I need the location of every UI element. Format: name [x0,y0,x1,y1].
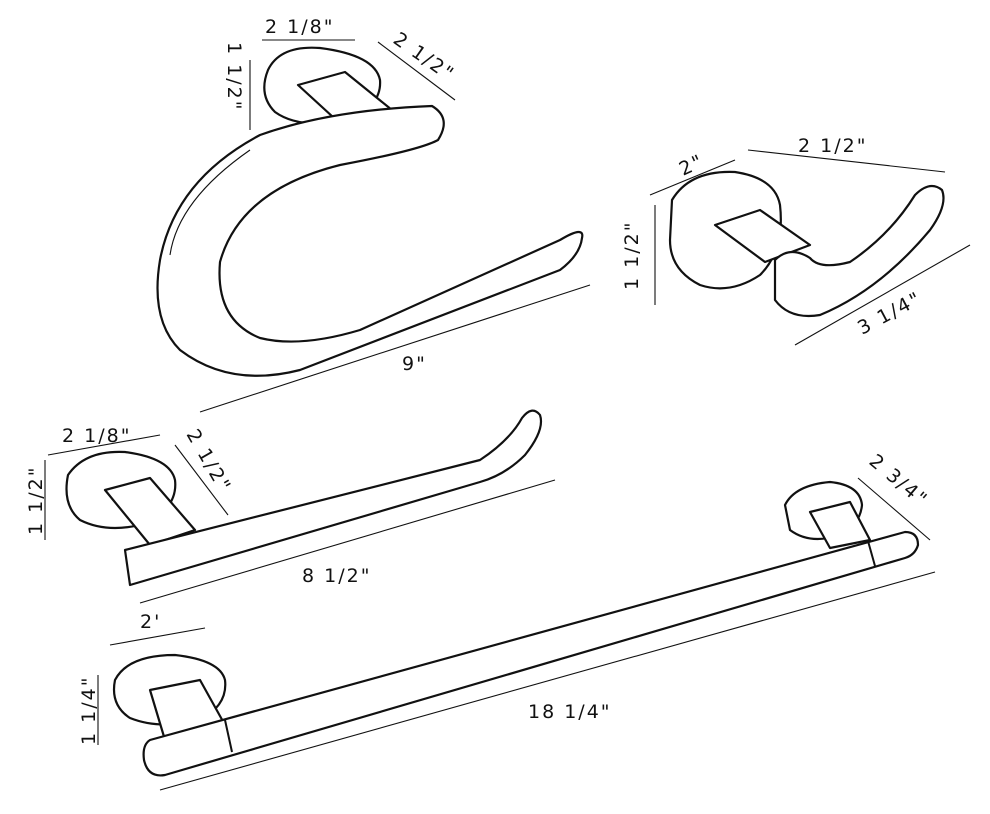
hand-towel-bar-rod [123,409,543,587]
hand-towel-bar [65,409,543,587]
towel-bar-mount-width: 2' [140,611,161,633]
hand-towel-bar-length: 8 1/2" [302,565,371,587]
towel-bar-right-arm [808,500,872,550]
robe-hook [668,170,945,318]
hand-towel-bar-mount-height: 1 1/2" [25,466,47,535]
towel-ring-mount-width: 2 1/8" [265,16,334,38]
towel-bar [112,480,920,777]
robe-hook-arm [713,208,812,264]
robe-hook-head [773,184,945,318]
towel-ring [156,46,584,377]
robe-hook-projection: 2 1/2" [798,135,867,157]
hand-towel-bar-mount-width: 2 1/8" [62,425,131,447]
towel-ring-length: 9" [402,353,427,375]
towel-ring-projection: 2 1/2" [389,28,459,86]
towel-bar-mount-height: 1 1/4" [78,676,100,745]
towel-bar-length: 18 1/4" [528,701,612,723]
towel-ring-c [156,104,584,377]
robe-hook-length: 3 1/4" [854,287,926,339]
hand-towel-bar-projection: 2 1/2" [182,426,236,497]
towel-ring-mount-height: 1 1/2" [223,42,245,111]
robe-hook-mount-height: 1 1/2" [621,221,643,290]
towel-bar-rod [142,530,920,777]
towel-bar-projection: 2 3/4" [865,450,932,511]
hand-towel-bar-arm [103,476,197,547]
